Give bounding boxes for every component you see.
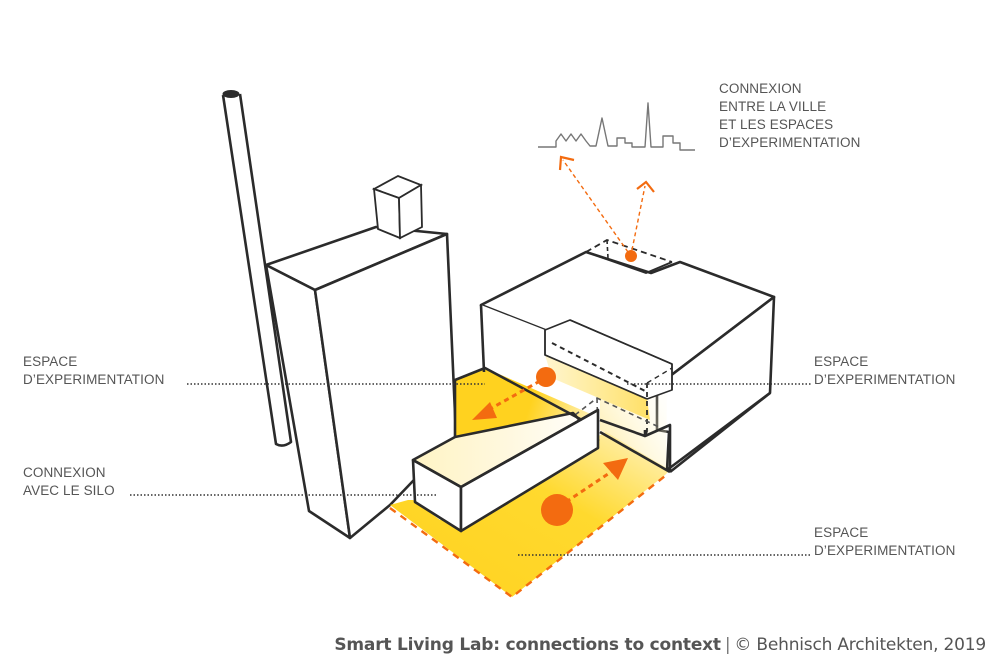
label-right-experimentation-lower: ESPACE D’EXPERIMENTATION bbox=[814, 524, 955, 560]
orange-dashed-arrow-icon bbox=[636, 180, 655, 193]
ground-experimentation-zone bbox=[389, 432, 670, 599]
label-line: ESPACE bbox=[814, 354, 869, 369]
label-line: ET LES ESPACES bbox=[719, 117, 834, 132]
label-line: AVEC LE SILO bbox=[23, 483, 115, 498]
connecting-bar bbox=[411, 366, 600, 533]
label-silo-connection: CONNEXION AVEC LE SILO bbox=[23, 464, 115, 500]
label-left-experimentation: ESPACE D’EXPERIMENTATION bbox=[23, 353, 164, 389]
orange-circle-icon bbox=[541, 494, 573, 526]
caption-title: Smart Living Lab: connections to context bbox=[334, 635, 721, 655]
leader-lines bbox=[130, 383, 812, 556]
label-line: D’EXPERIMENTATION bbox=[23, 372, 165, 387]
orange-dashed-arrow-icon bbox=[472, 402, 497, 420]
label-line: ENTRE LA VILLE bbox=[719, 99, 827, 114]
label-city-connection: CONNEXION ENTRE LA VILLE ET LES ESPACES … bbox=[719, 80, 860, 152]
label-right-experimentation-upper: ESPACE D’EXPERIMENTATION bbox=[814, 353, 955, 389]
orange-connectors bbox=[472, 155, 655, 526]
orange-circle-icon bbox=[536, 367, 556, 387]
orange-circle-icon bbox=[625, 250, 637, 262]
label-line: ESPACE bbox=[23, 354, 78, 369]
label-line: ESPACE bbox=[814, 525, 869, 540]
label-line: D’EXPERIMENTATION bbox=[719, 135, 861, 150]
city-skyline-icon bbox=[538, 102, 695, 151]
label-line: D’EXPERIMENTATION bbox=[814, 372, 956, 387]
label-line: CONNEXION bbox=[23, 465, 106, 480]
figure-caption: Smart Living Lab: connections to context… bbox=[334, 635, 986, 655]
caption-separator: | bbox=[724, 635, 731, 655]
label-line: CONNEXION bbox=[719, 81, 802, 96]
orange-dashed-arrow-icon bbox=[603, 458, 628, 480]
label-line: D’EXPERIMENTATION bbox=[814, 543, 956, 558]
caption-credit: © Behnisch Architekten, 2019 bbox=[734, 635, 986, 655]
orange-dashed-arrow-icon bbox=[558, 155, 575, 171]
silo-chimney bbox=[221, 90, 293, 447]
